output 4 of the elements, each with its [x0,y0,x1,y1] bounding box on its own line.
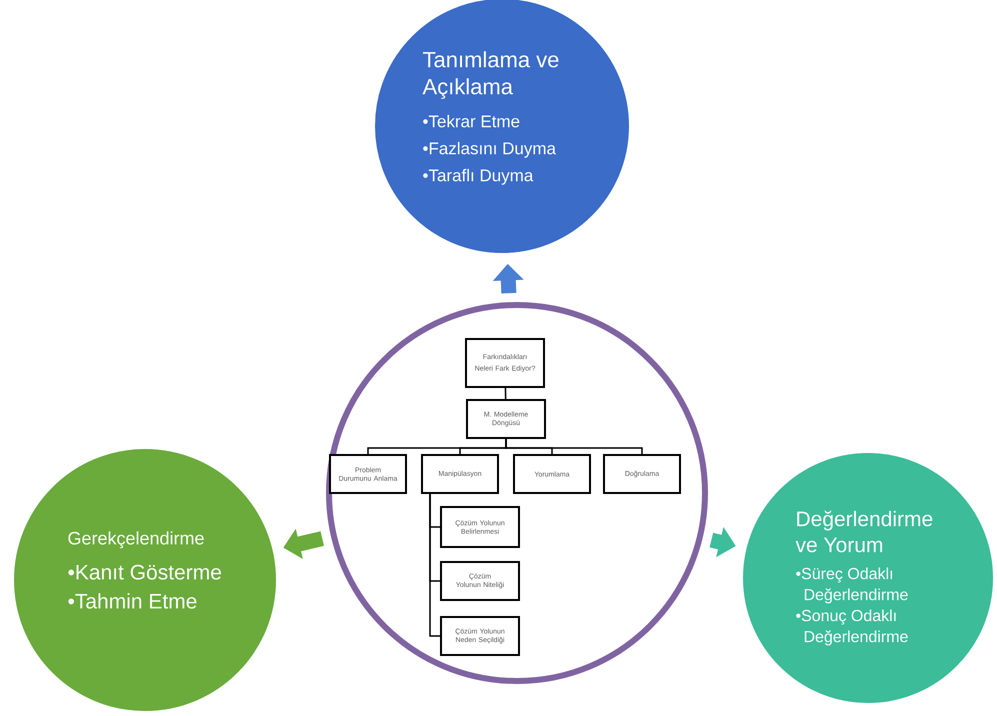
connector-line [429,494,440,637]
connector-line [505,439,643,454]
connector-line [504,388,506,400]
ring-circle [326,302,708,684]
